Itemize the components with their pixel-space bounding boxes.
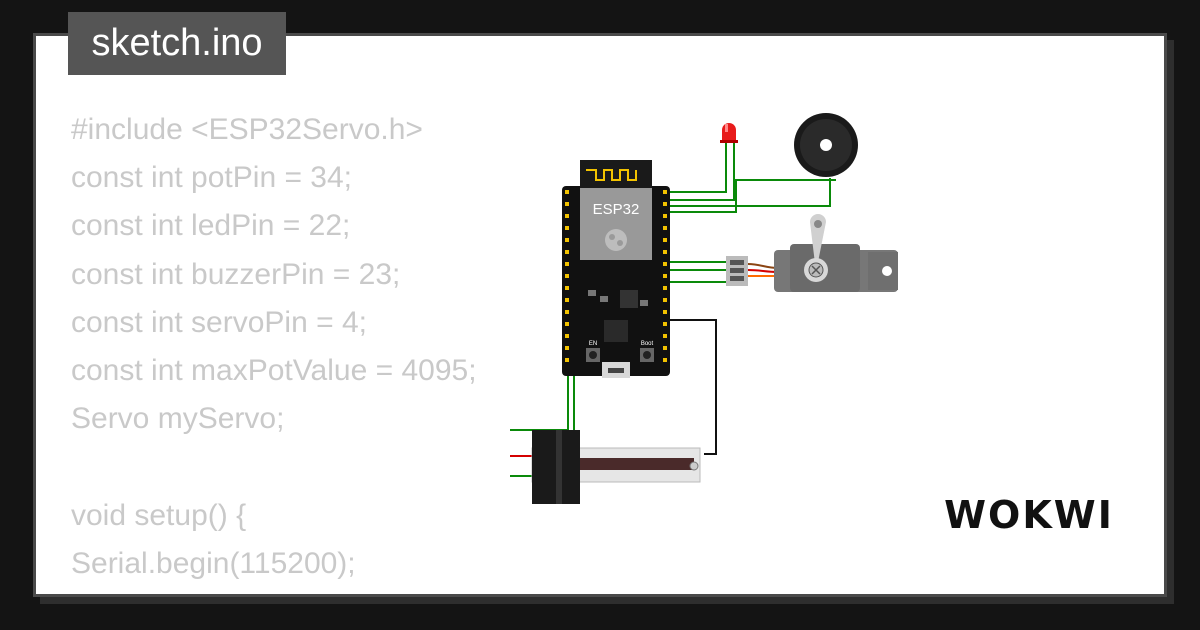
code-line: const int ledPin = 22; [71, 209, 351, 243]
wire-led-2 [662, 142, 735, 201]
code-preview: #include <ESP32Servo.h> const int potPin … [71, 106, 477, 594]
led[interactable] [720, 123, 738, 143]
esp32-board[interactable]: ESP32 [562, 160, 670, 378]
code-line: Servo myServo; [71, 402, 285, 436]
servo-motor[interactable] [726, 214, 898, 292]
wire-pot-green-1 [510, 330, 569, 431]
code-line: void setup() { [71, 498, 247, 532]
pins-left [565, 190, 569, 362]
boot-label: Boot [641, 341, 654, 347]
wire-led-1 [662, 142, 727, 193]
wires [510, 142, 836, 477]
code-line: const int servoPin = 4; [71, 305, 367, 339]
wokwi-logo: WOKWI [944, 493, 1114, 537]
file-tab[interactable]: sketch.ino [68, 12, 286, 75]
wire-buzzer-2 [662, 179, 836, 213]
code-line: const int maxPotValue = 4095; [71, 353, 477, 387]
en-label: EN [589, 341, 597, 347]
buzzer[interactable] [794, 113, 858, 177]
wire-buzzer-1 [662, 178, 831, 207]
board-label: ESP32 [593, 201, 640, 218]
code-line: const int buzzerPin = 23; [71, 257, 401, 291]
wire-black [662, 319, 717, 455]
code-line: #include <ESP32Servo.h> [71, 113, 423, 146]
logo-text: WOKWI [944, 493, 1114, 537]
code-line: const int potPin = 34; [71, 161, 353, 195]
pins-right [663, 190, 667, 362]
code-line: Serial.begin(115200); [71, 546, 356, 580]
slide-potentiometer[interactable] [531, 430, 701, 504]
